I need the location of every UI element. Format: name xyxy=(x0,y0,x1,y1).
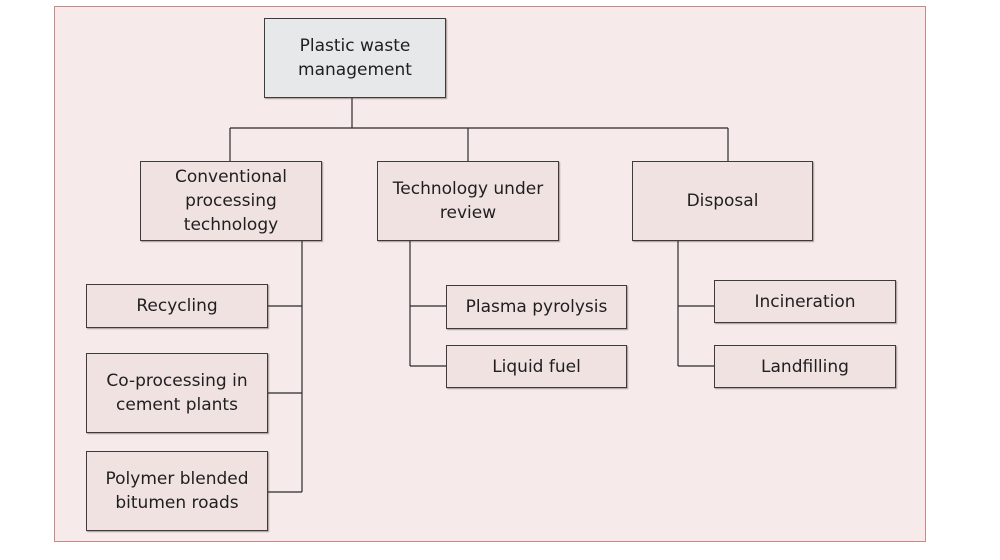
node-plasma-pyrolysis: Plasma pyrolysis xyxy=(446,285,627,329)
node-disposal: Disposal xyxy=(632,161,813,241)
node-recycling: Recycling xyxy=(86,284,268,328)
node-polymer-blended-bitumen-roads: Polymer blended bitumen roads xyxy=(86,451,268,531)
node-conventional-processing-technology: Conventional processing technology xyxy=(140,161,322,241)
node-incineration: Incineration xyxy=(714,280,896,323)
node-plastic-waste-management: Plastic waste management xyxy=(264,18,446,98)
node-technology-under-review: Technology under review xyxy=(377,161,559,241)
node-landfilling: Landfilling xyxy=(714,345,896,388)
node-co-processing-cement-plants: Co-processing in cement plants xyxy=(86,353,268,433)
node-liquid-fuel: Liquid fuel xyxy=(446,345,627,388)
